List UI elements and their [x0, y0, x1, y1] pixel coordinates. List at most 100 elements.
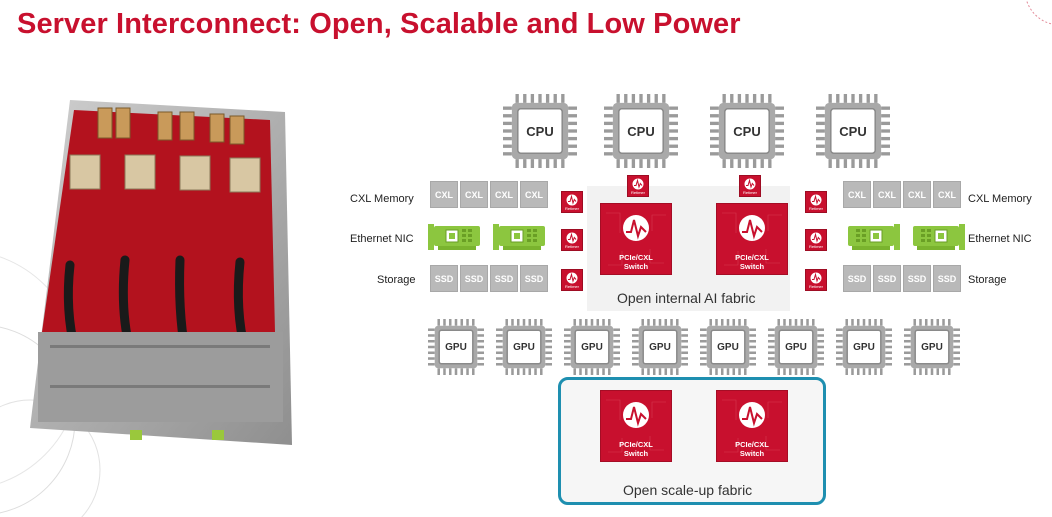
waveform-logo-icon	[810, 232, 822, 244]
gpu-chip-label: GPU	[513, 341, 535, 353]
label-storage-left: Storage	[377, 274, 416, 286]
cxl-memory-module: CXL	[873, 181, 901, 208]
ssd-module: SSD	[933, 265, 961, 292]
switch-label-line1: PCIe/CXL	[619, 440, 653, 449]
cxl-memory-module: CXL	[460, 181, 488, 208]
retimer-chip: Retimer	[561, 269, 583, 291]
server-board-image	[30, 100, 292, 445]
cpu-chip-label: CPU	[627, 123, 655, 139]
gpu-chip-label: GPU	[581, 341, 603, 353]
gpu-chip: GPU	[496, 319, 552, 375]
cxl-memory-module: CXL	[430, 181, 458, 208]
label-storage-right: Storage	[968, 274, 1007, 286]
cpu-chip-label: CPU	[839, 123, 867, 139]
ssd-module: SSD	[460, 265, 488, 292]
retimer-chip: Retimer	[805, 269, 827, 291]
switch-label-line1: PCIe/CXL	[619, 253, 653, 262]
ssd-module: SSD	[520, 265, 548, 292]
retimer-label: Retimer	[808, 284, 823, 289]
chip-icon	[564, 319, 620, 375]
retimer-chip: Retimer	[805, 229, 827, 251]
switch-label-line1: PCIe/CXL	[735, 253, 769, 262]
chip-icon	[768, 319, 824, 375]
network-card-icon	[493, 224, 545, 250]
gpu-chip: GPU	[632, 319, 688, 375]
retimer-label: Retimer	[808, 206, 823, 211]
waveform-logo-icon	[722, 212, 782, 266]
ssd-module: SSD	[490, 265, 518, 292]
chip-icon	[503, 94, 577, 168]
retimer-chip: Retimer	[561, 229, 583, 251]
waveform-logo-icon	[606, 212, 666, 266]
waveform-logo-icon	[810, 272, 822, 284]
waveform-logo-icon	[744, 178, 756, 190]
cxl-memory-module: CXL	[933, 181, 961, 208]
cpu-chip-label: CPU	[733, 123, 761, 139]
internal-fabric-label: Open internal AI fabric	[617, 290, 756, 306]
gpu-chip-label: GPU	[921, 341, 943, 353]
chip-icon	[700, 319, 756, 375]
retimer-chip: Retimer	[739, 175, 761, 197]
waveform-logo-icon	[606, 399, 666, 453]
retimer-chip: Retimer	[561, 191, 583, 213]
waveform-logo-icon	[632, 178, 644, 190]
switch-label-line2: Switch	[623, 449, 649, 458]
chip-icon	[904, 319, 960, 375]
label-ethernet-nic-left: Ethernet NIC	[350, 233, 414, 245]
gpu-chip-label: GPU	[445, 341, 467, 353]
gpu-chip: GPU	[904, 319, 960, 375]
cpu-chip: CPU	[604, 94, 678, 168]
network-card-icon	[907, 222, 965, 257]
switch-label-line2: Switch	[739, 262, 765, 271]
cpu-chip-label: CPU	[526, 123, 554, 139]
cxl-memory-module: CXL	[903, 181, 931, 208]
retimer-chip: Retimer	[627, 175, 649, 197]
label-ethernet-nic-right: Ethernet NIC	[968, 233, 1032, 245]
waveform-logo-icon	[566, 232, 578, 244]
waveform-logo-icon	[566, 272, 578, 284]
cpu-chip: CPU	[816, 94, 890, 168]
switch-label-line1: PCIe/CXL	[735, 440, 769, 449]
waveform-logo-icon	[566, 194, 578, 206]
cpu-chip: CPU	[503, 94, 577, 168]
network-card-icon	[493, 222, 551, 257]
cxl-memory-module: CXL	[520, 181, 548, 208]
network-card-icon	[428, 224, 480, 250]
ssd-module: SSD	[903, 265, 931, 292]
chip-icon	[632, 319, 688, 375]
chip-icon	[710, 94, 784, 168]
gpu-chip: GPU	[564, 319, 620, 375]
waveform-logo-icon	[722, 399, 782, 453]
retimer-label: Retimer	[630, 190, 645, 195]
network-card-icon	[842, 222, 900, 257]
cxl-memory-module: CXL	[843, 181, 871, 208]
gpu-chip-label: GPU	[853, 341, 875, 353]
gpu-chip-label: GPU	[649, 341, 671, 353]
gpu-chip: GPU	[700, 319, 756, 375]
gpu-chip: GPU	[768, 319, 824, 375]
cpu-chip: CPU	[710, 94, 784, 168]
scaleup-fabric-label: Open scale-up fabric	[623, 482, 753, 498]
network-card-icon	[428, 222, 486, 257]
retimer-label: Retimer	[808, 244, 823, 249]
cxl-memory-module: CXL	[490, 181, 518, 208]
retimer-label: Retimer	[742, 190, 757, 195]
chip-icon	[604, 94, 678, 168]
gpu-chip: GPU	[428, 319, 484, 375]
label-cxl-memory-left: CXL Memory	[350, 193, 414, 205]
switch-label-line2: Switch	[739, 449, 765, 458]
switch-label-line2: Switch	[623, 262, 649, 271]
page-title: Server Interconnect: Open, Scalable and …	[17, 8, 741, 40]
chip-icon	[836, 319, 892, 375]
ssd-module: SSD	[843, 265, 871, 292]
retimer-label: Retimer	[564, 206, 579, 211]
retimer-chip: Retimer	[805, 191, 827, 213]
waveform-logo-icon	[810, 194, 822, 206]
ssd-module: SSD	[430, 265, 458, 292]
network-card-icon	[913, 224, 965, 250]
retimer-label: Retimer	[564, 244, 579, 249]
